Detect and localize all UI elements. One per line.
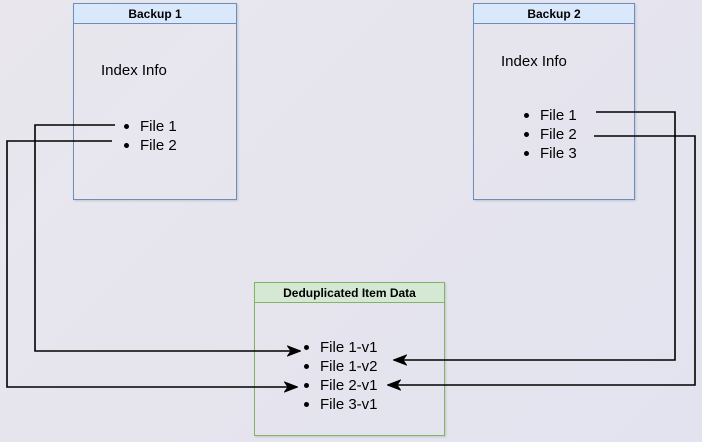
- dedup-item-list: File 1-v1 File 1-v2 File 2-v1 File 3-v1: [304, 338, 378, 414]
- file-label: File 3: [540, 145, 577, 162]
- bullet-icon: [124, 124, 129, 129]
- bullet-icon: [524, 132, 529, 137]
- bullet-icon: [524, 151, 529, 156]
- list-item: File 1: [524, 106, 577, 125]
- bullet-icon: [304, 402, 309, 407]
- backup2-title: Backup 2: [474, 4, 634, 24]
- bullet-icon: [304, 345, 309, 350]
- list-item: File 2-v1: [304, 376, 378, 395]
- bullet-icon: [304, 364, 309, 369]
- file-version-label: File 2-v1: [320, 377, 378, 394]
- backup1-box: Backup 1: [73, 3, 237, 200]
- backup2-file-list: File 1 File 2 File 3: [524, 106, 577, 163]
- backup1-file-list: File 1 File 2: [124, 117, 177, 155]
- file-version-label: File 1-v1: [320, 339, 378, 356]
- bullet-icon: [304, 383, 309, 388]
- list-item: File 1-v2: [304, 357, 378, 376]
- bullet-icon: [524, 113, 529, 118]
- backup1-title: Backup 1: [74, 4, 236, 24]
- backup2-index-info-label: Index Info: [501, 53, 567, 70]
- list-item: File 2: [524, 125, 577, 144]
- bullet-icon: [124, 143, 129, 148]
- list-item: File 1: [124, 117, 177, 136]
- list-item: File 2: [124, 136, 177, 155]
- list-item: File 3: [524, 144, 577, 163]
- file-version-label: File 3-v1: [320, 396, 378, 413]
- dedup-title: Deduplicated Item Data: [255, 283, 444, 303]
- file-label: File 1: [540, 107, 577, 124]
- backup1-index-info-label: Index Info: [101, 62, 167, 79]
- list-item: File 3-v1: [304, 395, 378, 414]
- file-version-label: File 1-v2: [320, 358, 378, 375]
- file-label: File 2: [140, 137, 177, 154]
- file-label: File 2: [540, 126, 577, 143]
- backup2-box: Backup 2: [473, 3, 635, 200]
- file-label: File 1: [140, 118, 177, 135]
- list-item: File 1-v1: [304, 338, 378, 357]
